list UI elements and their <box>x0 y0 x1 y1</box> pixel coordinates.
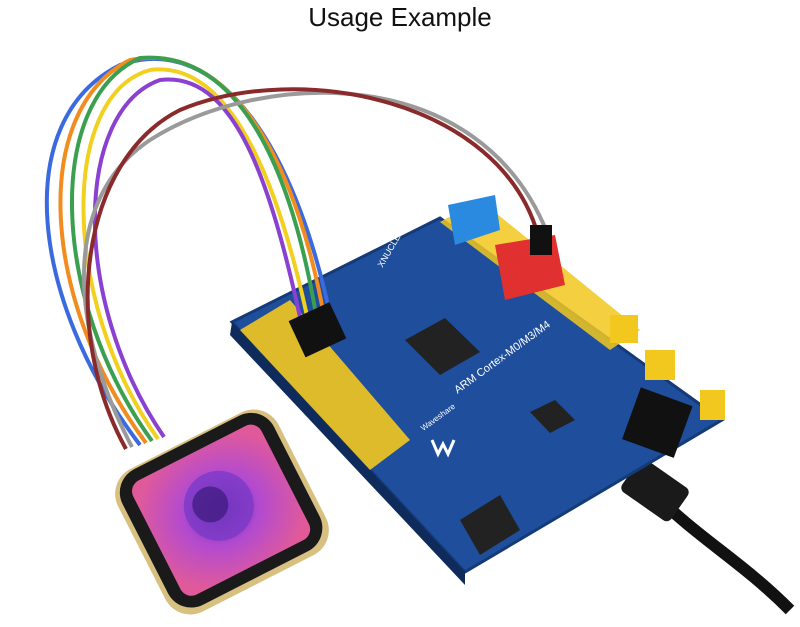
lcd-display-module <box>115 409 329 615</box>
brand-logo-icon <box>430 439 456 458</box>
usb-plug <box>621 458 689 522</box>
wire-connector-right <box>530 225 552 255</box>
jumper-wires <box>44 55 550 450</box>
wire-connector-left <box>288 302 347 358</box>
page-title: Usage Example <box>308 2 492 32</box>
